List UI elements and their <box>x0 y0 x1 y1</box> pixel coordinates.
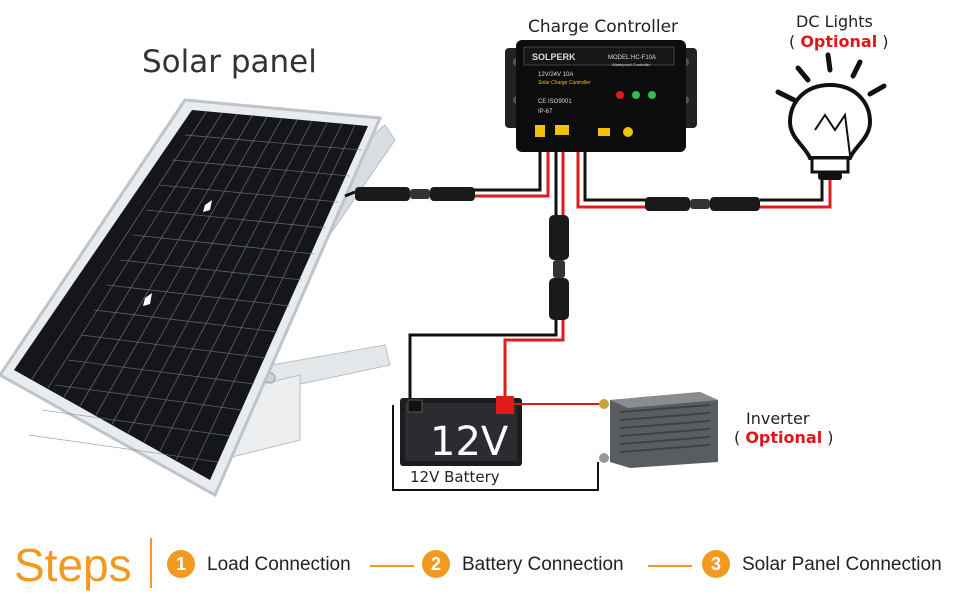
step-1-number: 1 <box>167 550 195 578</box>
mc4-connector-panel <box>355 187 475 201</box>
status-led-red <box>616 91 624 99</box>
controller-sub: Waterproof Controller <box>612 62 651 67</box>
step-1-label: Load Connection <box>207 554 351 575</box>
battery-positive-terminal <box>496 396 514 414</box>
step-connector <box>648 565 692 567</box>
load-icon <box>598 128 610 136</box>
inverter-optional: ( Optional ) <box>734 428 834 447</box>
wire-battery-to-inverter <box>392 403 600 491</box>
controller-ip: IP-67 <box>538 109 553 115</box>
solar-panel-label: Solar panel <box>142 44 317 80</box>
controller-model: MODEL:HC-F10A <box>608 55 656 61</box>
inverter <box>599 392 718 468</box>
optional-tag: Optional <box>745 428 823 447</box>
solar-icon <box>535 125 545 137</box>
steps-divider <box>150 538 152 588</box>
battery-caption: 12V Battery <box>410 468 500 486</box>
step-connector <box>370 565 414 567</box>
mc4-connector-lights <box>645 197 760 211</box>
wire-panel-to-controller <box>344 150 550 198</box>
charge-controller: SOLPERK MODEL:HC-F10A Waterproof Control… <box>505 40 697 152</box>
controller-rating: 12V/24V 10A <box>538 72 573 78</box>
controller-name: Solar Charge Controller <box>538 80 591 86</box>
step-3-number: 3 <box>702 550 730 578</box>
controller-brand: SOLPERK <box>532 52 576 62</box>
status-led-green <box>632 91 640 99</box>
steps-bar: Steps 1 Load Connection 2 Battery Connec… <box>0 528 970 600</box>
charge-controller-label: Charge Controller <box>528 17 679 37</box>
dc-lights-optional: ( Optional ) <box>789 32 889 51</box>
mc4-connector-battery <box>549 215 569 320</box>
wire-controller-to-lights <box>576 150 832 209</box>
battery: 12V <box>400 396 522 466</box>
step-2-label: Battery Connection <box>462 554 624 575</box>
dc-light-bulb <box>775 52 887 180</box>
step-2-number: 2 <box>422 550 450 578</box>
bulb-icon <box>623 127 633 137</box>
dc-lights-label: DC Lights <box>796 12 873 31</box>
optional-tag: Optional <box>800 32 878 51</box>
steps-title: Steps <box>14 539 132 591</box>
solar-panel <box>0 98 383 498</box>
controller-cert: CE ISO9001 <box>538 99 572 105</box>
wire-controller-to-battery <box>408 150 565 400</box>
inverter-label: Inverter <box>746 409 810 428</box>
step-3-label: Solar Panel Connection <box>742 554 942 575</box>
wiring-diagram: SOLPERK MODEL:HC-F10A Waterproof Control… <box>0 40 887 498</box>
battery-voltage-label: 12V <box>430 419 509 465</box>
battery-icon <box>555 125 569 135</box>
status-led-green-2 <box>648 91 656 99</box>
